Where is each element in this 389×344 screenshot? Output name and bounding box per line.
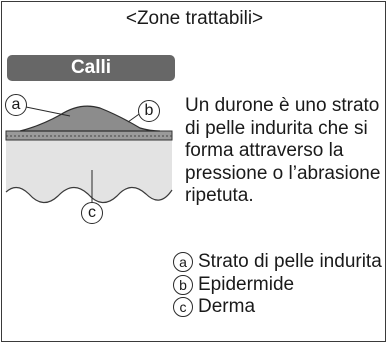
- marker-c: c: [81, 202, 103, 224]
- legend-text-b: Epidermide: [198, 273, 295, 295]
- marker-b: b: [138, 100, 160, 122]
- dermis-boundary: [5, 186, 173, 204]
- callus-layer: [19, 105, 161, 132]
- category-badge: Calli: [7, 55, 175, 81]
- legend-list: a Strato di pelle indurita b Epidermide …: [173, 251, 385, 319]
- legend-item-c: c Derma: [173, 296, 385, 319]
- legend-item-a: a Strato di pelle indurita: [173, 251, 385, 274]
- description-text: Un durone è uno strato di pelle indurita…: [185, 95, 381, 206]
- legend-marker-c: c: [173, 297, 193, 317]
- leader-a: [25, 106, 71, 117]
- legend-text-c: Derma: [198, 296, 256, 317]
- legend-item-b: b Epidermide: [173, 274, 385, 297]
- callus-description: Un durone è uno strato di pelle indurita…: [185, 95, 385, 208]
- skin-diagram: a b c: [0, 90, 185, 230]
- section-title: <Zone trattabili>: [125, 8, 264, 29]
- dermis-area: [6, 140, 172, 203]
- marker-a: a: [5, 94, 27, 116]
- legend-marker-b: b: [173, 274, 193, 295]
- legend-marker-a: a: [173, 252, 193, 272]
- legend-text-a: Strato di pelle indurita: [198, 251, 382, 272]
- skin-cross-section-illustration: [5, 105, 173, 204]
